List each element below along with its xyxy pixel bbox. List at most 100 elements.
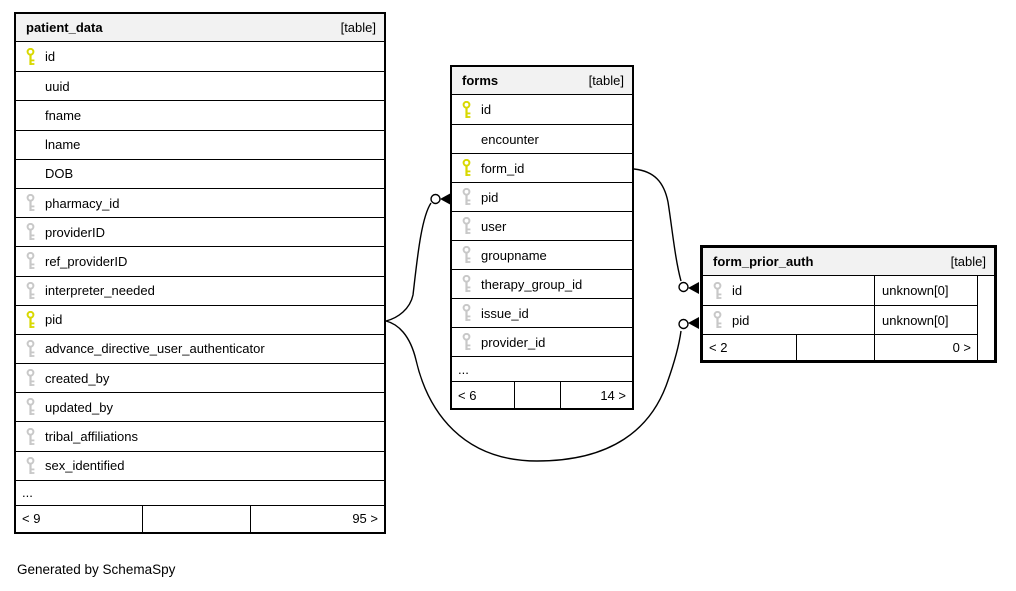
index-key-icon bbox=[26, 194, 35, 212]
index-key-icon bbox=[462, 188, 471, 206]
primary-key-icon bbox=[462, 159, 471, 177]
total-columns-count: 95 > bbox=[250, 505, 384, 532]
index-key-icon bbox=[26, 398, 35, 416]
index-key-icon bbox=[26, 456, 35, 475]
column-name: updated_by bbox=[45, 399, 113, 415]
column-row-provider_id: provider_id bbox=[452, 327, 632, 356]
table-header: forms [table] bbox=[452, 67, 632, 95]
index-key-icon bbox=[462, 333, 471, 351]
column-name-cell: uuid bbox=[26, 77, 384, 95]
spacer-column bbox=[977, 276, 994, 360]
footer-spacer-cell bbox=[142, 505, 250, 532]
column-name-cell: user bbox=[462, 217, 632, 235]
footer-spacer-cell bbox=[796, 335, 874, 360]
column-name: uuid bbox=[45, 78, 70, 94]
column-name: pid bbox=[45, 312, 63, 328]
column-name-cell: DOB bbox=[26, 165, 384, 183]
table-type-badge: [table] bbox=[950, 254, 986, 269]
column-row-updated_by: updated_by bbox=[16, 392, 384, 422]
column-row-user: user bbox=[452, 211, 632, 240]
column-row-pid: pid bbox=[16, 304, 384, 334]
index-key-icon bbox=[713, 281, 722, 300]
table-header: form_prior_auth [table] bbox=[703, 248, 994, 276]
index-key-icon bbox=[462, 304, 471, 322]
column-name-cell: sex_identified bbox=[26, 456, 384, 475]
column-name: providerID bbox=[45, 224, 105, 240]
column-row-pharmacy_id: pharmacy_id bbox=[16, 187, 384, 218]
generator-credit: Generated by SchemaSpy bbox=[17, 562, 176, 577]
edge-forms-formid-to-fpa-id bbox=[633, 168, 699, 294]
primary-key-icon bbox=[26, 310, 35, 329]
column-name-cell: issue_id bbox=[462, 304, 632, 322]
column-type: unknown[0] bbox=[874, 276, 977, 305]
more-columns-ellipsis: ... bbox=[16, 479, 384, 505]
index-key-icon bbox=[26, 369, 35, 387]
column-name: ref_providerID bbox=[45, 253, 128, 269]
column-name: therapy_group_id bbox=[481, 276, 583, 292]
column-row-DOB: DOB bbox=[16, 158, 384, 188]
column-name: pid bbox=[732, 312, 750, 328]
column-row-groupname: groupname bbox=[452, 240, 632, 269]
column-row-ref_providerID: ref_providerID bbox=[16, 246, 384, 276]
column-row-pid: pid bbox=[452, 182, 632, 211]
total-columns-count: 14 > bbox=[560, 382, 632, 408]
index-key-icon bbox=[713, 311, 722, 329]
column-name: provider_id bbox=[481, 334, 546, 350]
index-key-icon bbox=[462, 246, 471, 264]
table-name[interactable]: patient_data bbox=[26, 20, 103, 35]
index-key-icon bbox=[26, 223, 35, 241]
column-name-cell: encounter bbox=[462, 130, 632, 148]
column-row-created_by: created_by bbox=[16, 363, 384, 393]
column-name-cell: id bbox=[462, 100, 632, 119]
column-name: fname bbox=[45, 107, 82, 123]
footer-spacer-cell bbox=[514, 382, 560, 408]
column-name-cell: groupname bbox=[462, 246, 632, 264]
column-row-tribal_affiliations: tribal_affiliations bbox=[16, 421, 384, 451]
crowfoot-arrow bbox=[688, 317, 699, 329]
table-name[interactable]: forms bbox=[462, 73, 499, 88]
column-name-cell: fname bbox=[26, 106, 384, 124]
column-name: DOB bbox=[45, 166, 74, 182]
column-name-cell: created_by bbox=[26, 369, 384, 387]
column-name-cell: pid bbox=[703, 311, 874, 329]
zero-cardinality-dot bbox=[678, 281, 689, 293]
key-icon-placeholder bbox=[462, 130, 471, 148]
primary-key-icon bbox=[462, 100, 471, 119]
column-name: advance_directive_user_authenticator bbox=[45, 341, 265, 357]
edge-patient-pid-to-forms-pid bbox=[385, 193, 451, 322]
table-type-badge: [table] bbox=[340, 20, 376, 35]
column-row-lname: lname bbox=[16, 129, 384, 159]
index-key-icon bbox=[26, 427, 35, 446]
more-columns-ellipsis: ... bbox=[452, 356, 632, 381]
column-name-cell: tribal_affiliations bbox=[26, 427, 384, 446]
hidden-columns-count: < 9 bbox=[22, 511, 41, 527]
zero-cardinality-dot bbox=[430, 193, 441, 205]
column-name: interpreter_needed bbox=[45, 283, 155, 299]
zero-cardinality-dot bbox=[678, 318, 689, 330]
column-name: pharmacy_id bbox=[45, 195, 120, 211]
table-type-badge: [table] bbox=[588, 73, 624, 88]
column-row-interpreter_needed: interpreter_needed bbox=[16, 275, 384, 305]
column-name-cell: updated_by bbox=[26, 398, 384, 416]
column-row-issue_id: issue_id bbox=[452, 298, 632, 327]
crowfoot-arrow bbox=[440, 193, 451, 205]
primary-key-icon bbox=[26, 47, 35, 66]
table-name[interactable]: form_prior_auth bbox=[713, 254, 814, 269]
column-name-cell: interpreter_needed bbox=[26, 281, 384, 300]
key-icon-placeholder bbox=[26, 106, 35, 124]
crowfoot-arrow bbox=[688, 282, 699, 294]
column-name-cell: lname bbox=[26, 136, 384, 154]
index-key-icon bbox=[462, 217, 471, 235]
column-row-fname: fname bbox=[16, 100, 384, 130]
column-name: form_id bbox=[481, 160, 525, 176]
column-name: user bbox=[481, 218, 507, 234]
column-name-cell: id bbox=[26, 47, 384, 66]
column-name-cell: advance_directive_user_authenticator bbox=[26, 339, 384, 358]
